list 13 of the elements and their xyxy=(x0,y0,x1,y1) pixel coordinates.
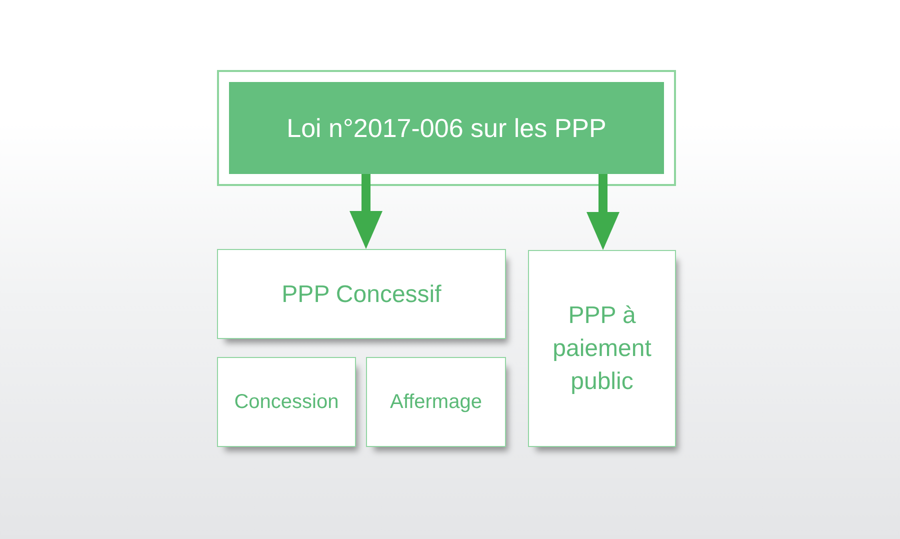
subcategory-label: Concession xyxy=(234,390,339,414)
category-label: PPP Concessif xyxy=(282,280,442,310)
header-text: Loi n°2017-006 sur les PPP xyxy=(286,112,606,144)
category-box xyxy=(217,249,506,339)
outer-frame xyxy=(217,70,676,186)
category-label: PPP à paiement public xyxy=(552,301,652,397)
subcategory-box xyxy=(366,357,506,447)
subcategory-label: Affermage xyxy=(390,390,482,414)
arrow xyxy=(586,174,620,250)
category-box xyxy=(528,250,676,447)
subcategory-box xyxy=(217,357,356,447)
header-box xyxy=(229,82,664,174)
arrow xyxy=(350,174,382,249)
